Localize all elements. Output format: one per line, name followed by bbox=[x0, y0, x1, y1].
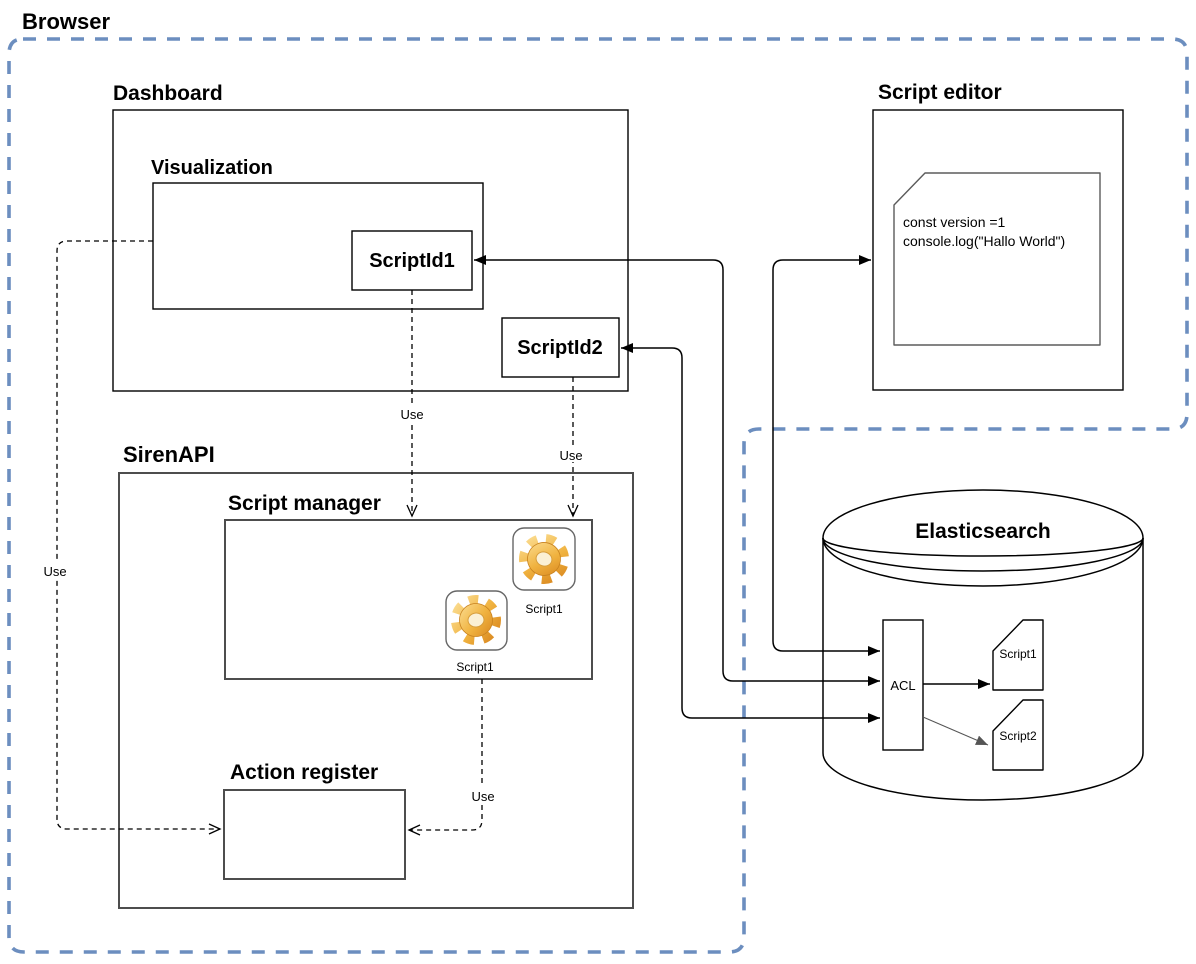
use-label: Use bbox=[398, 404, 427, 422]
arrow-scripteditor-acl bbox=[772, 255, 880, 656]
arrow-acl-script2 bbox=[922, 716, 989, 746]
script2-note bbox=[992, 699, 1044, 771]
dashboard-title: Dashboard bbox=[113, 82, 223, 105]
browser-label: Browser bbox=[22, 9, 110, 34]
acl-box bbox=[882, 619, 924, 751]
script-editor-code-line-1: const version =1 bbox=[903, 214, 1006, 230]
svg-text:Use: Use bbox=[471, 789, 494, 804]
script-editor-code-line-2: console.log("Hallo World") bbox=[903, 233, 1065, 249]
svg-text:Use: Use bbox=[400, 407, 423, 422]
arrow-scriptid2-acl bbox=[621, 343, 880, 723]
svg-text:Use: Use bbox=[559, 448, 582, 463]
use-edge-scriptmanager-actionregister bbox=[407, 679, 483, 836]
gear-icon bbox=[445, 590, 508, 651]
use-label: Use bbox=[41, 561, 70, 579]
script1-note bbox=[992, 619, 1044, 691]
gear-icon bbox=[512, 527, 576, 591]
script-editor-title: Script editor bbox=[878, 81, 1002, 104]
action-register-box bbox=[223, 789, 406, 880]
use-label: Use bbox=[557, 445, 586, 463]
action-register-title: Action register bbox=[230, 761, 378, 784]
svg-text:Use: Use bbox=[43, 564, 66, 579]
use-edge-visualization-actionregister bbox=[56, 240, 222, 835]
gear-script1-label: Script1 bbox=[456, 660, 494, 674]
visualization-title: Visualization bbox=[151, 157, 273, 179]
scriptid1-label: ScriptId1 bbox=[369, 250, 455, 272]
script2-note-label: Script2 bbox=[999, 729, 1037, 743]
use-label: Use bbox=[468, 787, 497, 804]
acl-label: ACL bbox=[890, 678, 915, 693]
scriptid2-label: ScriptId2 bbox=[517, 337, 603, 359]
script1-note-label: Script1 bbox=[999, 647, 1037, 661]
elasticsearch-title: Elasticsearch bbox=[915, 520, 1050, 543]
sirenapi-title: SirenAPI bbox=[123, 442, 215, 467]
script-manager-title: Script manager bbox=[228, 492, 381, 515]
script-editor-note bbox=[893, 172, 1101, 346]
gear-script1-label: Script1 bbox=[525, 602, 563, 616]
